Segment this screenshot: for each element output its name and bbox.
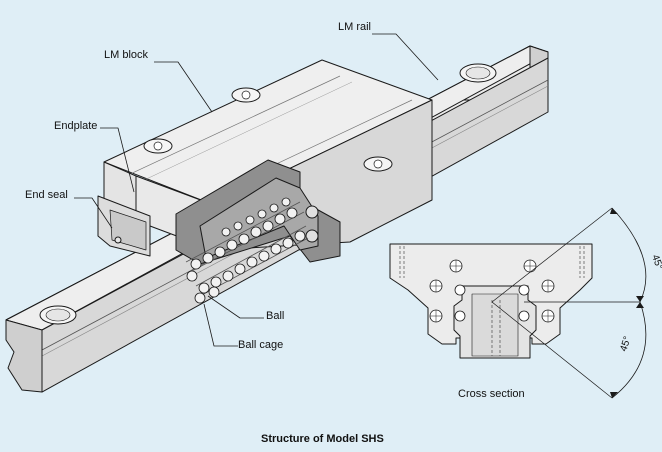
ball-label: Ball <box>266 310 285 322</box>
lm-block <box>97 59 433 265</box>
lm-block-label: LM block <box>104 49 149 61</box>
cross-section <box>389 207 647 399</box>
cross-section-label: Cross section <box>458 388 525 400</box>
leader-lines <box>74 33 439 347</box>
block-bolt-1 <box>305 205 319 219</box>
ball-cage-label: Ball cage <box>238 339 284 351</box>
ball-chain <box>185 197 309 304</box>
angle-label-lower: 45° <box>618 335 633 353</box>
end-seal-screw <box>114 236 122 244</box>
angle-label-upper: 45° <box>649 253 662 271</box>
end-seal-label: End seal <box>25 189 68 201</box>
diagram-caption: Structure of Model SHS <box>261 433 384 445</box>
block-bolt-2 <box>305 229 319 243</box>
endplate-label: Endplate <box>54 120 98 132</box>
lm-rail-label: LM rail <box>338 21 372 33</box>
